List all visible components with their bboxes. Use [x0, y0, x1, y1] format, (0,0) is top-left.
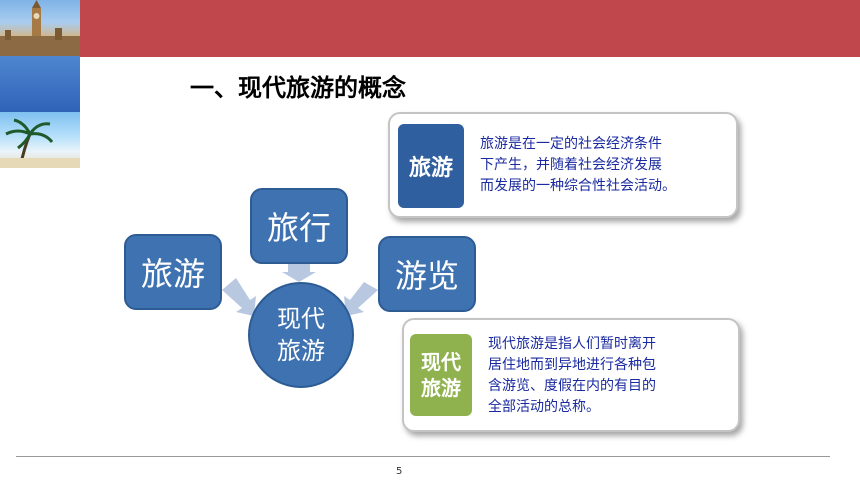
page-number: 5: [396, 466, 403, 477]
beach-thumbnail: [0, 112, 80, 168]
badge-modern-tourism: 现代 旅游: [410, 334, 472, 416]
blue-thumbnail: [0, 56, 80, 112]
box-youlan: 游览: [378, 236, 476, 312]
london-thumbnail: [0, 0, 80, 56]
definition-text-modern-tourism: 现代旅游是指人们暂时离开 居住地而到异地进行各种包 含游览、度假在内的有目的 全…: [488, 334, 656, 418]
footer-divider: [16, 456, 830, 457]
arrow-left: [222, 278, 256, 316]
circle-modern-tourism: 现代 旅游: [248, 282, 354, 388]
box-lvxing: 旅行: [250, 188, 348, 264]
text-line: 居住地而到异地进行各种包: [488, 357, 656, 373]
arrow-right: [344, 282, 378, 316]
text-line: 下产生，并随着社会经济发展: [480, 157, 662, 173]
badge-line: 旅游: [421, 376, 461, 400]
badge-line: 现代: [421, 350, 461, 374]
badge-tourism: 旅游: [398, 124, 464, 208]
text-line: 而发展的一种综合性社会活动。: [480, 178, 676, 194]
badge-line: 旅游: [408, 156, 453, 181]
text-line: 旅游是在一定的社会经济条件: [480, 136, 662, 152]
slide-title: 一、现代旅游的概念: [190, 74, 406, 102]
definition-text-tourism: 旅游是在一定的社会经济条件 下产生，并随着社会经济发展 而发展的一种综合性社会活…: [480, 134, 676, 197]
circle-line1: 现代: [277, 305, 325, 333]
box-lvyou: 旅游: [124, 234, 222, 310]
header-bar: [80, 0, 860, 57]
arrow-top: [282, 264, 316, 282]
text-line: 现代旅游是指人们暂时离开: [488, 336, 656, 352]
circle-line2: 旅游: [277, 337, 325, 365]
definition-card-tourism: 旅游 旅游是在一定的社会经济条件 下产生，并随着社会经济发展 而发展的一种综合性…: [388, 112, 738, 218]
definition-card-modern-tourism: 现代 旅游 现代旅游是指人们暂时离开 居住地而到异地进行各种包 含游览、度假在内…: [402, 318, 740, 432]
text-line: 含游览、度假在内的有目的: [488, 378, 656, 394]
text-line: 全部活动的总称。: [488, 399, 600, 415]
